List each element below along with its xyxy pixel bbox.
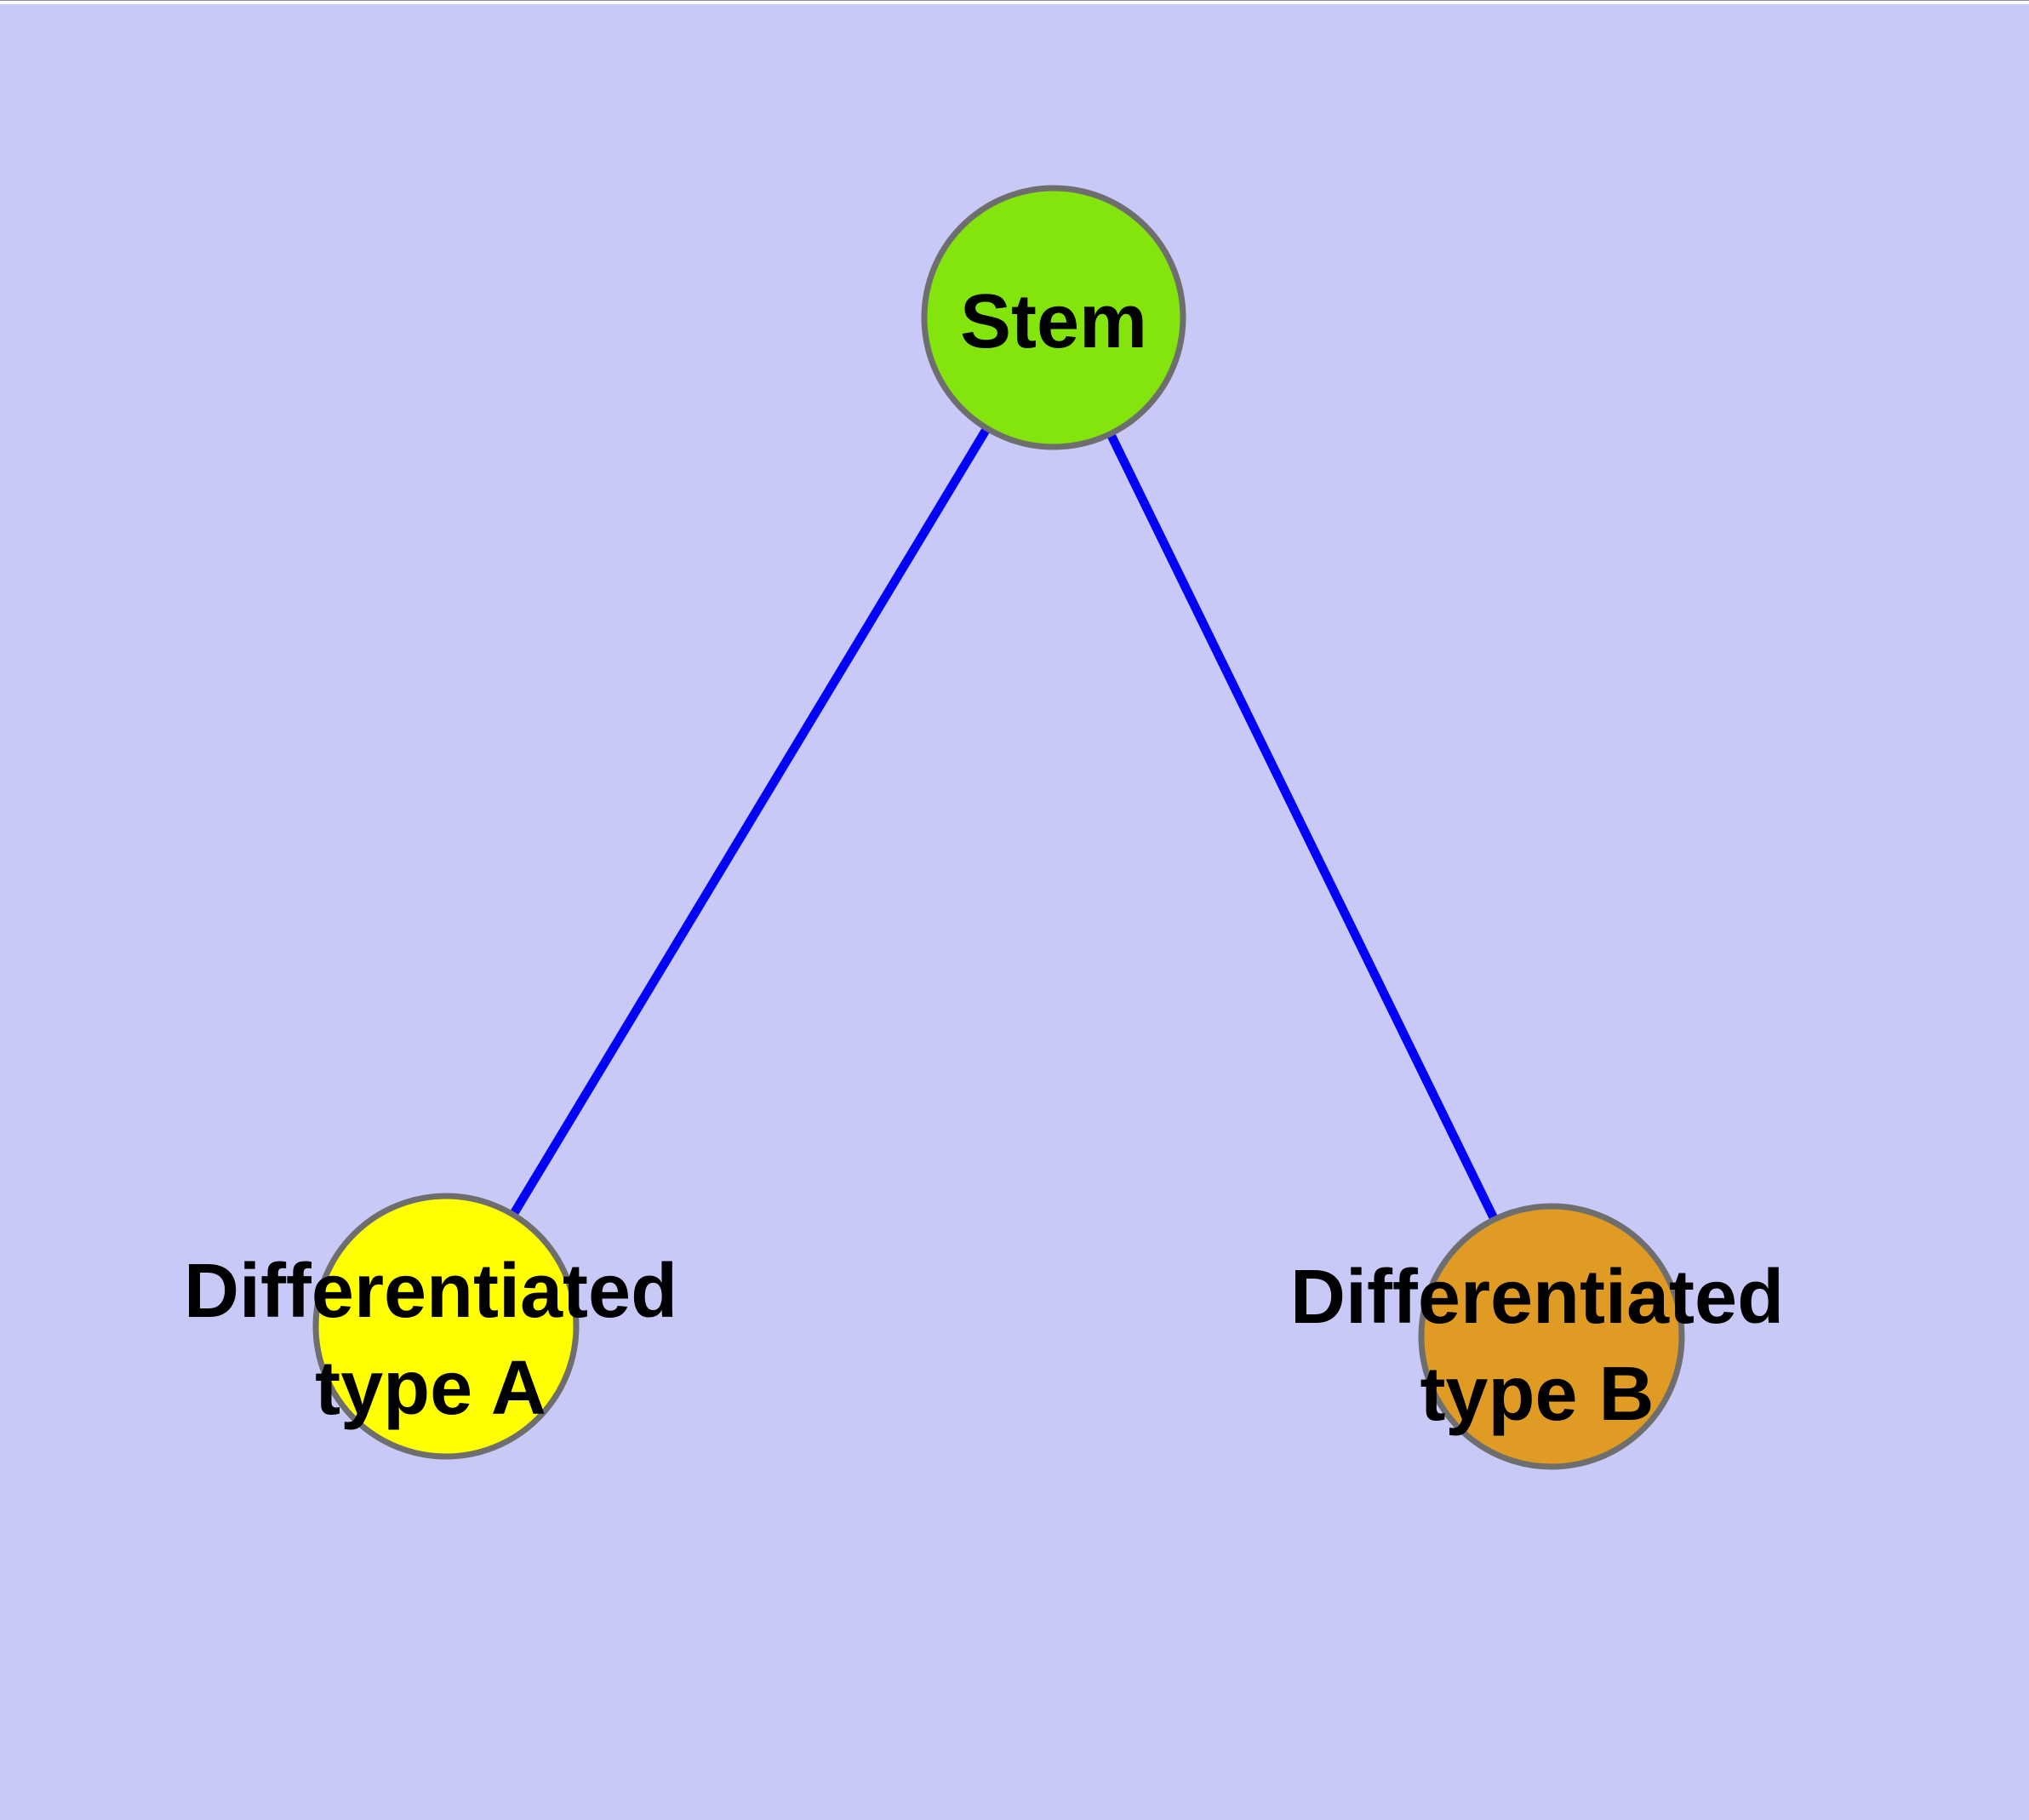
window-top-edge-line: [0, 0, 2029, 1]
window-top-edge-strip: [0, 1, 2029, 4]
node-type-b: [1418, 1203, 1685, 1470]
node-stem: [921, 185, 1186, 450]
node-type-a-label: Differentiated type A: [184, 1243, 677, 1437]
edge-stem-to-type-b: [1049, 315, 1556, 1339]
node-type-b-label-line1: Differentiated: [1289, 1255, 1785, 1340]
node-type-a-label-line2: type A: [315, 1346, 546, 1431]
node-stem-label: Stem: [960, 273, 1147, 370]
edge-stem-to-type-a: [442, 315, 1058, 1329]
node-stem-label-text: Stem: [959, 279, 1148, 364]
node-type-b-label-line2: type B: [1420, 1352, 1655, 1437]
node-type-a: [312, 1193, 580, 1460]
node-type-a-label-line1: Differentiated: [183, 1249, 678, 1334]
node-type-b-label: Differentiated type B: [1290, 1249, 1784, 1443]
